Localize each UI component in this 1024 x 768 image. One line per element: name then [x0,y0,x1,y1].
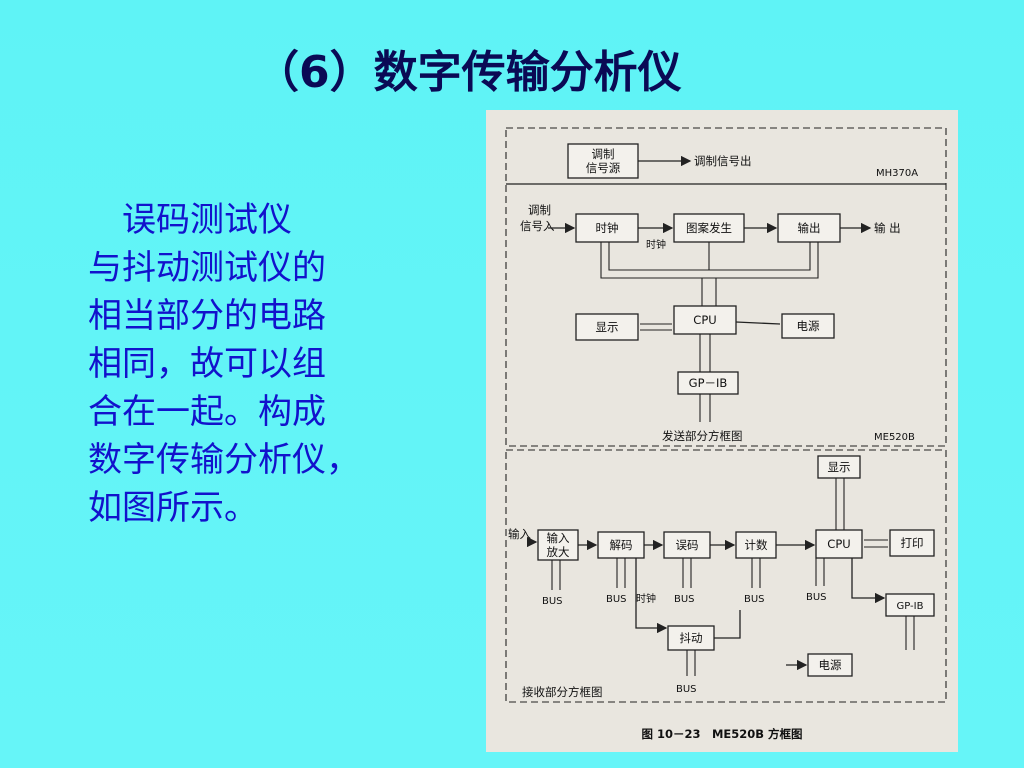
bus-label: BUS [674,594,695,605]
display-label-top: 显示 [596,320,619,334]
out-arrow-label: 输 出 [874,221,901,235]
power-box-bottom [807,653,853,677]
paragraph-line: 相同，故可以组 [88,344,326,384]
top-caption: 发送部分方框图 [662,429,743,443]
display-box-bottom [817,455,861,479]
paragraph-line: 与抖动测试仪的 [88,248,326,288]
clock-label-bottom: 时钟 [636,592,656,605]
figure-caption: 图 10－23 ME520B 方框图 [641,727,802,741]
mod-in-label: 信号入 [520,219,555,233]
block-diagram-figure: 调制 信号源 调制信号出 MH370A 调制 信号入 时钟 图案发生 时钟 输出… [486,110,958,752]
pattern-box [673,213,745,243]
paragraph-line: 合在一起。构成 [88,392,326,432]
slide-title: （6）数字传输分析仪 [255,47,682,98]
input-label: 输入 [508,527,531,541]
print-label: 打印 [901,536,924,550]
mod-source-label: 调制 [592,147,615,161]
display-label-bottom: 显示 [828,460,851,474]
mod-source-label: 信号源 [586,161,621,175]
paragraph-line: 相当部分的电路 [88,296,326,336]
body-paragraph: 误码测试仪 与抖动测试仪的 相当部分的电路 相同，故可以组 合在一起。构成 数字… [88,196,398,532]
bottom-frame [505,449,947,703]
gpib-box-top [677,371,739,395]
cpu-label-top: CPU [693,313,716,327]
mod-out-label: 调制信号出 [694,154,752,168]
paragraph-line: 误码测试仪 [88,200,292,240]
amp-box [537,529,579,561]
print-box [889,529,935,557]
me-model-label: ME520B [874,432,915,443]
clock-box [575,213,639,243]
amp-label: 放大 [547,545,570,559]
gpib-box-bottom [885,593,935,617]
clock2-label: 时钟 [646,238,666,251]
pattern-label: 图案发生 [686,221,732,235]
error-label: 误码 [676,538,699,552]
gpib-label-bottom: GP-IB [897,601,924,612]
power-label-top: 电源 [797,319,820,333]
gpib-label-top: GP－IB [689,376,728,390]
bus-label: BUS [676,684,697,695]
display-box-top [575,313,639,341]
decode-box [597,531,645,559]
count-box [735,531,777,559]
mh-model-label: MH370A [876,168,918,179]
cpu-box-top [673,305,737,335]
block-diagram-svg: 调制 信号源 调制信号出 MH370A 调制 信号入 时钟 图案发生 时钟 输出… [505,127,947,741]
bus-label: BUS [744,594,765,605]
jitter-box [667,625,715,651]
mod-in-label: 调制 [528,203,551,217]
bus-label: BUS [606,594,627,605]
decode-label: 解码 [610,538,633,552]
paragraph-line: 数字传输分析仪， [88,440,360,480]
count-label: 计数 [745,538,768,552]
top-frame [505,127,947,447]
power-label-bottom: 电源 [819,658,842,672]
paragraph-line: 如图所示。 [88,488,258,528]
output-box [777,213,841,243]
jitter-label: 抖动 [680,631,703,645]
cpu-label-bottom: CPU [827,537,850,551]
output-label: 输出 [798,221,821,235]
amp-label: 输入 [547,531,570,545]
cpu-box-bottom [815,529,863,559]
bottom-caption: 接收部分方框图 [522,685,603,699]
clock-label: 时钟 [596,221,619,235]
power-box-top [781,313,835,339]
bus-label: BUS [542,596,563,607]
bus-label: BUS [806,592,827,603]
error-box [663,531,711,559]
